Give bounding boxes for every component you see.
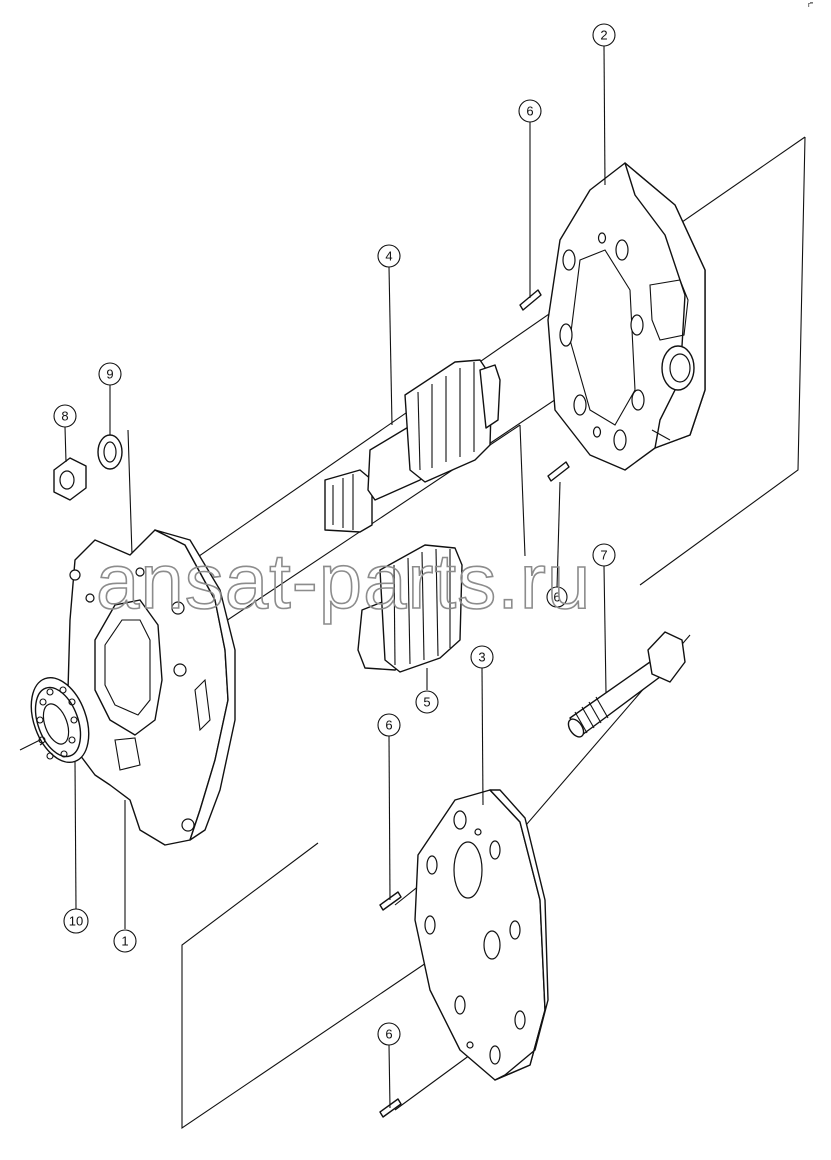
part-2-cover-housing (547, 162, 706, 471)
part-7-bolt (567, 631, 686, 738)
callout-label: 10 (69, 914, 83, 929)
part-6-dowel-pins (379, 289, 570, 1118)
callout-label: 6 (385, 1027, 392, 1042)
part-10-bearing (30, 677, 90, 763)
callout-label: 1 (121, 934, 128, 949)
callout-5: 5 (415, 690, 439, 714)
callout-label: 5 (423, 695, 430, 710)
callout-label: 8 (61, 409, 68, 424)
callout-label: 3 (478, 650, 485, 665)
watermark-text: ansat-parts.ru (96, 537, 591, 625)
part-3-plate (414, 789, 549, 1081)
callout-9: 9 (98, 362, 122, 386)
callout-label: 6 (553, 590, 560, 605)
part-8-nut (53, 457, 87, 501)
callout-7: 7 (592, 543, 616, 567)
callout-6c: 6 (377, 713, 401, 737)
callout-8: 8 (53, 404, 77, 428)
part-5-driven-gear (357, 544, 463, 673)
callout-10: 10 (63, 908, 89, 934)
callout-2: 2 (592, 23, 616, 47)
callout-label: 6 (385, 718, 392, 733)
leader-lines (64, 45, 607, 1109)
callout-label: 2 (600, 28, 607, 43)
part-4-drive-gear-shaft (324, 359, 501, 533)
callout-label: 6 (526, 104, 533, 119)
callout-label: 7 (600, 548, 607, 563)
callout-6a: 6 (518, 99, 542, 123)
callout-label: 4 (385, 249, 392, 264)
callout-label: 9 (106, 367, 113, 382)
part-1-rear-housing (67, 529, 236, 846)
corner-mark: г‴ (808, 2, 814, 9)
callout-1: 1 (113, 929, 137, 953)
callout-6b: 6 (546, 586, 568, 608)
part-9-spring-washer (97, 434, 123, 470)
callout-3: 3 (470, 645, 494, 669)
callout-6d: 6 (377, 1022, 401, 1046)
callout-4: 4 (377, 244, 401, 268)
